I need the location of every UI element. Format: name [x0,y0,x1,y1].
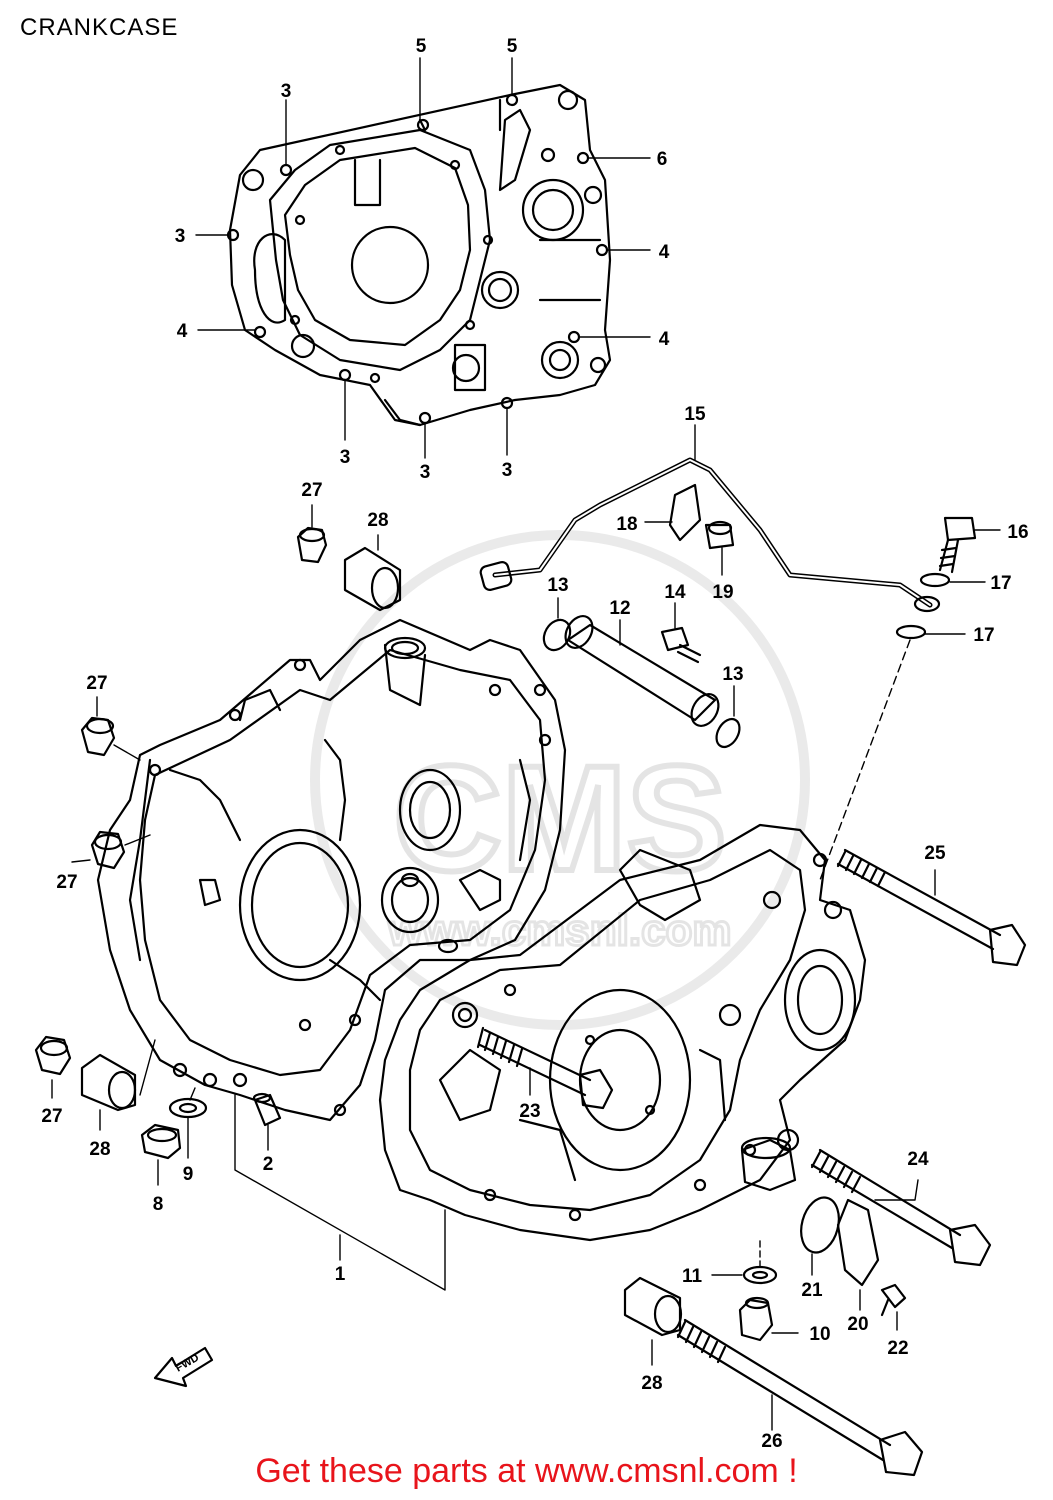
bush-28-lower [623,1276,683,1366]
drain-plug-8 [140,1123,182,1186]
cover-20 [836,1198,880,1311]
callout-23: 23 [519,1101,540,1122]
part-1-bracket [234,1094,446,1291]
dowel-2 [252,1092,282,1151]
callout-8: 8 [153,1194,164,1215]
callout-22: 22 [887,1338,908,1359]
bush-28-top [343,534,402,612]
callout-17: 17 [973,625,994,646]
callout-28: 28 [89,1139,110,1160]
callout-5: 5 [416,36,427,57]
callout-24: 24 [907,1149,929,1170]
callout-1: 1 [335,1264,346,1285]
callout-27: 27 [41,1106,62,1127]
callout-6: 6 [657,149,668,170]
callout-5: 5 [507,36,518,57]
callout-3: 3 [340,447,351,468]
bolt-24 [810,1148,992,1267]
callout-3: 3 [420,462,431,483]
pipe-clamp-18 [644,483,702,542]
callout-27: 27 [56,872,77,893]
bolt-23 [476,1026,614,1110]
callout-20: 20 [847,1314,868,1335]
oring-21 [800,1196,840,1276]
page-title: CRANKCASE [20,14,179,41]
callout-21: 21 [801,1280,823,1301]
callout-17: 17 [990,573,1011,594]
callout-27: 27 [301,480,322,501]
callout-10: 10 [809,1324,830,1345]
nut-27-top [296,504,328,564]
fwd-arrow-icon: FWD [153,1346,214,1388]
washer-11 [711,1239,778,1285]
bolt-26 [676,1318,924,1477]
callout-3: 3 [281,81,292,102]
callout-14: 14 [664,582,686,603]
screw-22 [880,1283,907,1331]
gasket-9 [168,1087,208,1159]
callout-28: 28 [641,1373,662,1394]
callout-27: 27 [86,673,107,694]
callout-11: 11 [682,1266,703,1287]
callout-3: 3 [175,226,186,247]
union-bolt-16 [938,516,1001,574]
callout-4: 4 [659,242,670,263]
callout-2: 2 [263,1154,274,1175]
nut-27-mid-2 [71,830,151,870]
union-bolt-19 [704,520,735,576]
bush-28-bottom [80,1039,156,1131]
get-parts-link[interactable]: Get these parts at www.cmsnl.com ! [255,1452,798,1490]
callout-16: 16 [1007,522,1028,543]
nut-27-bottom [34,1035,72,1099]
callout-4: 4 [177,321,188,342]
upper-leader-lines [195,57,651,459]
oring-13-left [542,597,572,652]
callout-18: 18 [616,514,637,535]
callout-labels: 3 5 5 6 3 4 4 4 3 3 3 15 16 17 17 18 19 … [41,36,1028,1452]
oring-13-right [715,685,741,749]
left-crankcase-half [96,618,567,1122]
right-crankcase-half [378,823,867,1242]
plug-10 [738,1296,799,1342]
bolt-14 [660,602,702,664]
bolt-25 [836,848,1027,967]
callout-13: 13 [722,664,743,685]
callout-3: 3 [502,460,513,481]
callout-15: 15 [684,404,706,425]
crankcase-half-gasket-view [226,83,612,427]
callout-25: 25 [924,843,946,864]
callout-19: 19 [712,582,733,603]
callout-4: 4 [659,329,670,350]
callout-9: 9 [183,1164,194,1185]
gaskets-17 [819,572,986,881]
oil-pipe [479,424,941,613]
callout-28: 28 [367,510,388,531]
oil-pipe-12 [564,615,720,727]
callout-26: 26 [761,1431,782,1452]
nut-27-mid-1 [80,696,141,761]
callout-13: 13 [547,575,568,596]
callout-12: 12 [609,598,630,619]
